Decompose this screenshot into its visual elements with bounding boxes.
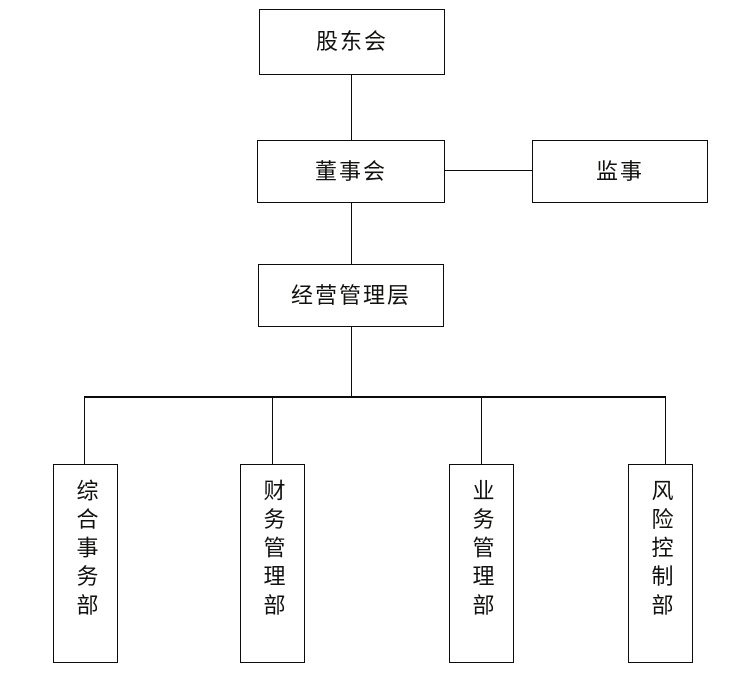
connector-board-to-management bbox=[351, 203, 352, 265]
node-supervisor[interactable]: 监事 bbox=[532, 140, 708, 203]
connector-bus-to-general-affairs bbox=[84, 397, 85, 465]
connector-bus-to-risk bbox=[665, 397, 666, 465]
node-management-level[interactable]: 经营管理层 bbox=[258, 264, 444, 327]
node-supervisor-label: 监事 bbox=[596, 158, 644, 184]
connector-department-bus bbox=[84, 396, 666, 398]
node-management-level-label: 经营管理层 bbox=[291, 282, 411, 308]
connector-management-to-bus bbox=[351, 327, 352, 397]
node-board-of-directors-label: 董事会 bbox=[315, 158, 387, 184]
connector-board-to-supervisor bbox=[445, 170, 533, 171]
node-finance-department-label: 财务管理部 bbox=[260, 479, 286, 622]
node-business-department-label: 业务管理部 bbox=[469, 479, 495, 622]
connector-bus-to-finance bbox=[272, 397, 273, 465]
node-business-department[interactable]: 业务管理部 bbox=[449, 464, 514, 663]
node-general-affairs-department[interactable]: 综合事务部 bbox=[53, 464, 118, 663]
node-finance-department[interactable]: 财务管理部 bbox=[240, 464, 305, 663]
connector-shareholders-to-board bbox=[351, 75, 352, 141]
node-shareholders-meeting-label: 股东会 bbox=[316, 29, 388, 54]
node-risk-control-department-label: 风险控制部 bbox=[648, 479, 674, 622]
node-board-of-directors[interactable]: 董事会 bbox=[257, 140, 445, 203]
node-general-affairs-department-label: 综合事务部 bbox=[73, 479, 99, 622]
connector-bus-to-business bbox=[481, 397, 482, 465]
node-shareholders-meeting[interactable]: 股东会 bbox=[259, 9, 445, 75]
node-risk-control-department[interactable]: 风险控制部 bbox=[628, 464, 693, 663]
